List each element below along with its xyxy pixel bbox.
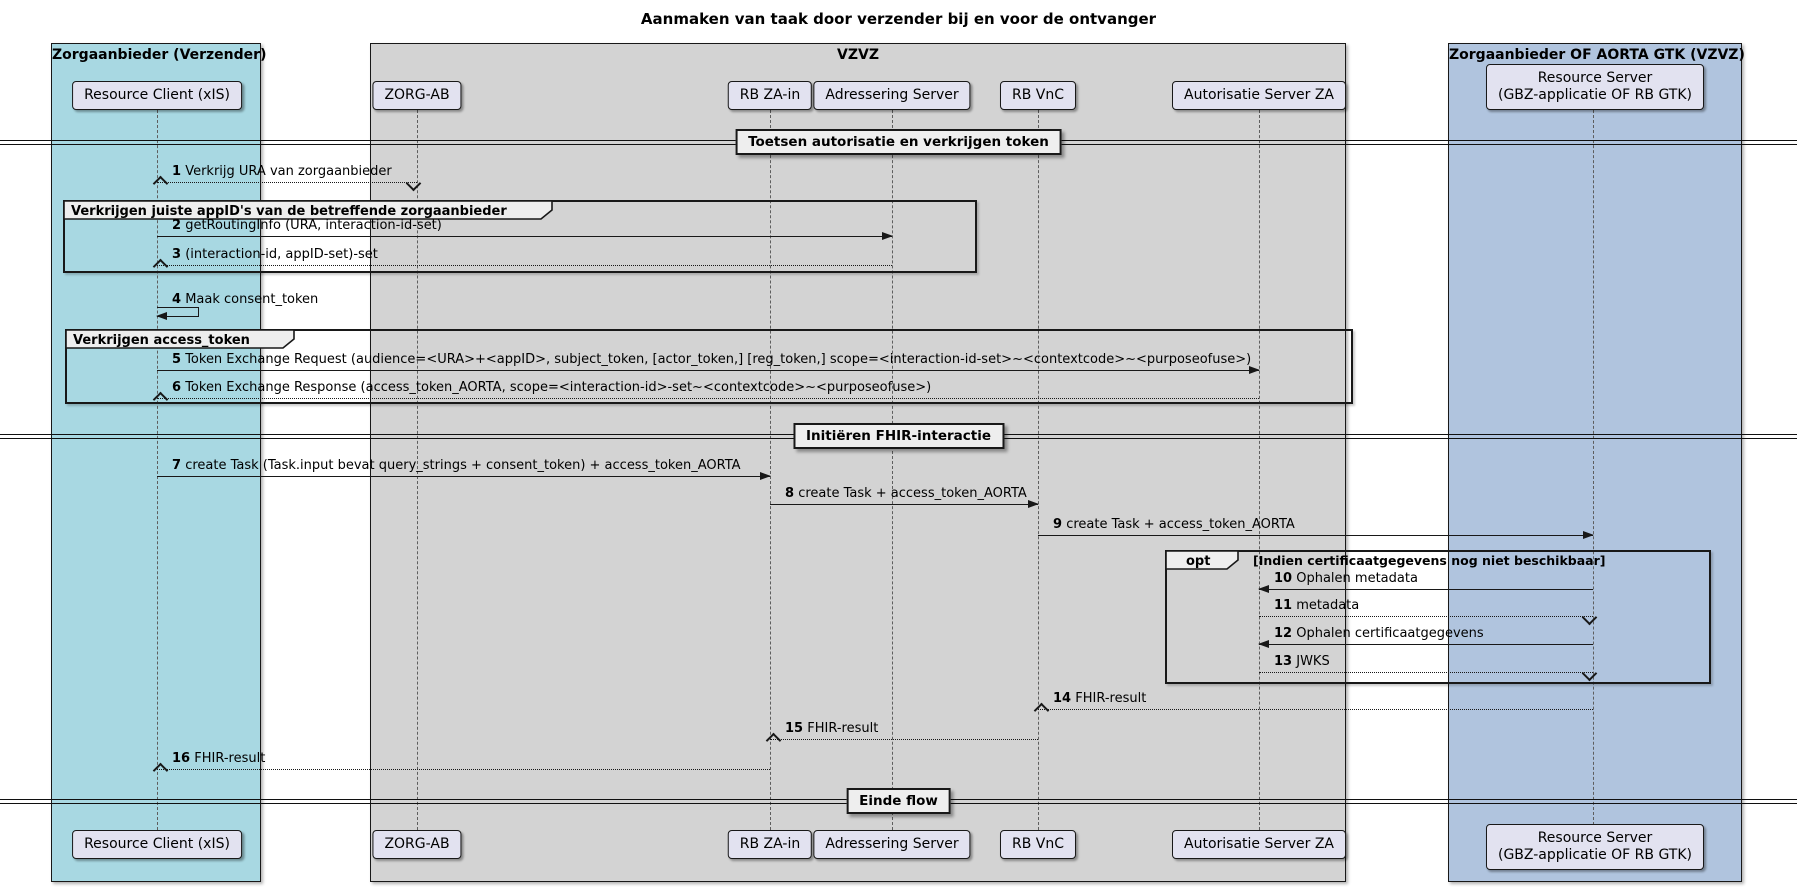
group-verkrijgen-access-token: Verkrijgen access_token xyxy=(65,329,1353,404)
opt-keyword: opt xyxy=(1186,554,1210,569)
participant-resource-client-top: Resource Client (xIS) xyxy=(72,81,242,110)
frame-vzvz-label: VZVZ xyxy=(837,47,879,63)
participant-adressering-server-top: Adressering Server xyxy=(813,81,971,110)
message-label: 4 Maak consent_token xyxy=(172,292,319,307)
message-label: 1 Verkrijg URA van zorgaanbieder xyxy=(172,164,392,179)
group-header: Verkrijgen juiste appID's van de betreff… xyxy=(63,200,553,220)
participant-rb-vnc-top: RB VnC xyxy=(999,81,1077,110)
lifeline-autorisatie-server-za xyxy=(1259,110,1260,830)
frame-receiver: Zorgaanbieder OF AORTA GTK (VZVZ) xyxy=(1448,43,1745,882)
group-verkrijgen-appids: Verkrijgen juiste appID's van de betreff… xyxy=(63,200,977,273)
participant-resource-server-top: Resource Server (GBZ-applicatie OF RB GT… xyxy=(1485,64,1705,110)
participant-rb-za-in-bottom: RB ZA-in xyxy=(727,830,813,859)
divider-label: Initiëren FHIR-interactie xyxy=(792,423,1005,449)
message-label: 15 FHIR-result xyxy=(785,721,879,736)
frame-vzvz: VZVZ xyxy=(370,43,1346,882)
diagram-title: Aanmaken van taak door verzender bij en … xyxy=(640,10,1157,28)
lifeline-rb-vnc xyxy=(1038,110,1039,830)
participant-adressering-server-bottom: Adressering Server xyxy=(813,830,971,859)
opt-header: opt xyxy=(1165,550,1239,570)
message-label: 9 create Task + access_token_AORTA xyxy=(1053,517,1295,532)
lifeline-resource-server xyxy=(1593,110,1594,830)
message-label: 12 Ophalen certificaatgegevens xyxy=(1274,626,1484,641)
participant-rb-za-in-top: RB ZA-in xyxy=(727,81,813,110)
message-label: 14 FHIR-result xyxy=(1053,691,1147,706)
lifeline-zorg-ab xyxy=(417,110,418,830)
frame-receiver-label: Zorgaanbieder OF AORTA GTK (VZVZ) xyxy=(1449,47,1745,63)
message-label: 11 metadata xyxy=(1274,598,1360,613)
opt-fragment: opt [Indien certificaatgegevens nog niet… xyxy=(1165,550,1711,684)
arrowhead-right xyxy=(1583,531,1594,539)
arrowhead-right xyxy=(760,472,771,480)
divider-label: Toetsen autorisatie en verkrijgen token xyxy=(735,129,1062,155)
frame-sender-label: Zorgaanbieder (Verzender) xyxy=(52,47,267,63)
message-label: 13 JWKS xyxy=(1274,654,1330,669)
message-label: 2 getRoutingInfo (URA, interaction-id-se… xyxy=(172,218,442,233)
message-label: 6 Token Exchange Response (access_token_… xyxy=(172,380,932,395)
message-label: 7 create Task (Task.input bevat query_st… xyxy=(172,458,741,473)
group-label: Verkrijgen juiste appID's van de betreff… xyxy=(71,204,507,219)
participant-zorg-ab-top: ZORG-AB xyxy=(372,81,462,110)
participant-rb-vnc-bottom: RB VnC xyxy=(999,830,1077,859)
lifeline-rb-za-in xyxy=(770,110,771,830)
participant-autorisatie-server-za-bottom: Autorisatie Server ZA xyxy=(1172,830,1346,859)
arrowhead-left xyxy=(1258,640,1269,648)
divider-label: Einde flow xyxy=(846,788,951,814)
participant-resource-client-bottom: Resource Client (xIS) xyxy=(72,830,242,859)
group-label: Verkrijgen access_token xyxy=(73,333,250,348)
message-label: 10 Ophalen metadata xyxy=(1274,571,1418,586)
participant-autorisatie-server-za-top: Autorisatie Server ZA xyxy=(1172,81,1346,110)
group-header: Verkrijgen access_token xyxy=(65,329,295,349)
arrowhead-right xyxy=(1249,366,1260,374)
participant-resource-server-bottom: Resource Server (GBZ-applicatie OF RB GT… xyxy=(1485,824,1705,870)
arrowhead-left xyxy=(1258,585,1269,593)
message-label: 3 (interaction-id, appID-set)-set xyxy=(172,247,378,262)
message-label: 16 FHIR-result xyxy=(172,751,266,766)
arrowhead-right xyxy=(1028,500,1039,508)
arrowhead-left xyxy=(156,311,167,320)
opt-condition: [Indien certificaatgegevens nog niet bes… xyxy=(1253,553,1606,568)
message-label: 5 Token Exchange Request (audience=<URA>… xyxy=(172,352,1252,367)
participant-zorg-ab-bottom: ZORG-AB xyxy=(372,830,462,859)
arrowhead-right xyxy=(882,232,893,240)
message-label: 8 create Task + access_token_AORTA xyxy=(785,486,1027,501)
lifeline-adressering-server xyxy=(892,110,893,830)
lifeline-resource-client xyxy=(157,110,158,830)
